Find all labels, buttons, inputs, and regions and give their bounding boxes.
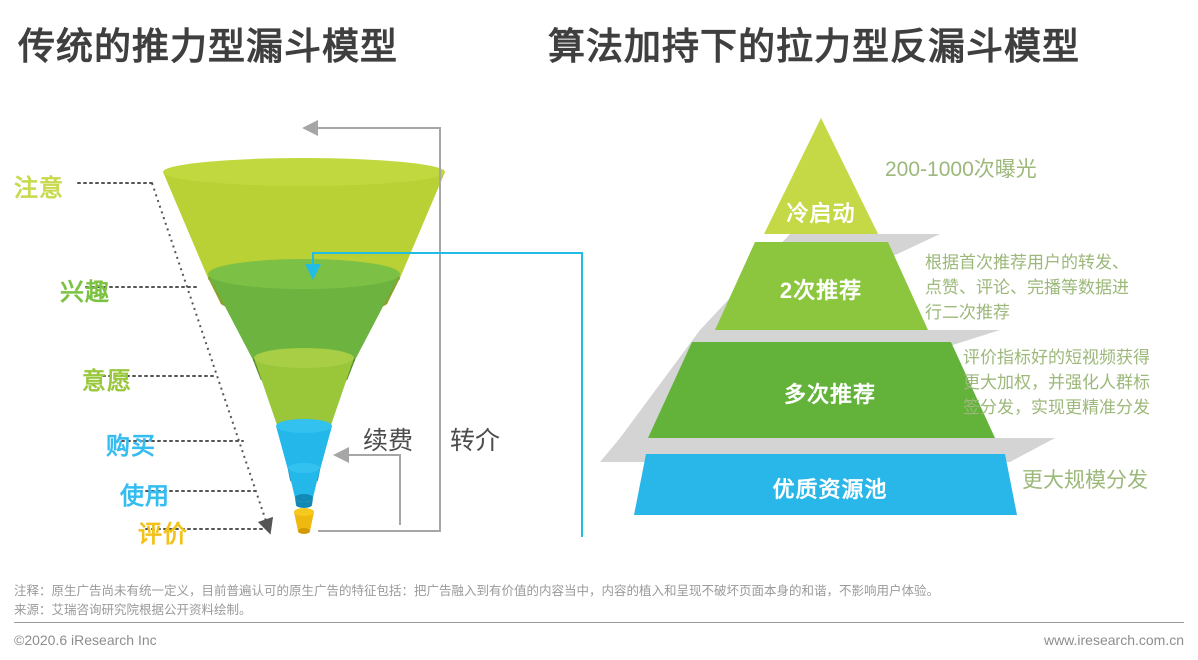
funnel-stage-label-purchase: 购买	[106, 433, 156, 460]
funnel-stage-label-interest: 兴趣	[60, 279, 110, 306]
page-title-right: 算法加持下的拉力型反漏斗模型	[548, 26, 1080, 67]
website-link[interactable]: www.iresearch.com.cn	[1043, 632, 1184, 648]
pyramid-tier-label-3: 多次推荐	[783, 382, 876, 407]
funnel-stage-label-attention: 注意	[14, 175, 64, 202]
pyramid-tier-desc-4: 更大规模分发	[1022, 469, 1148, 492]
funnel-note-renewal: 续费	[363, 427, 414, 455]
pyramid-tier-desc-3: 评价指标好的短视频获得 更大加权，并强化人群标 签分发，实现更精准分发	[963, 348, 1150, 417]
funnel-tier-evaluation	[294, 508, 314, 534]
copyright-text: ©2020.6 iResearch Inc	[14, 632, 157, 648]
footnote-note: 注释：原生广告尚未有统一定义，目前普遍认可的原生广告的特征包括：把广告融入到有价…	[14, 584, 940, 598]
footer-divider	[14, 622, 1184, 623]
algorithm-feedback-connector	[305, 252, 583, 537]
funnel-tier-usage	[288, 463, 320, 508]
renewal-connector	[333, 447, 401, 525]
pyramid-tier-desc-2: 根据首次推荐用户的转发、 点赞、评论、完播等数据进 行二次推荐	[925, 253, 1129, 322]
pyramid-tier-4-shape	[634, 454, 1017, 515]
funnel-leader-lines	[77, 182, 263, 530]
pyramid-tier-label-4: 优质资源池	[772, 477, 888, 502]
pyramid-tier-label-2: 2次推荐	[779, 278, 863, 303]
funnel-note-referral: 转介	[450, 427, 501, 455]
funnel-stage-label-intent: 意愿	[82, 368, 132, 395]
pyramid-tier-3-shape	[648, 342, 995, 438]
pyramid-tier-1-shape	[764, 118, 878, 234]
funnel-stage-label-usage: 使用	[120, 483, 170, 510]
pyramid-tier-2-shape	[715, 242, 928, 330]
funnel-stage-label-evaluation: 评价	[138, 521, 188, 548]
pyramid-tier-label-1: 冷启动	[786, 201, 856, 226]
referral-connector	[302, 120, 441, 532]
footnote-source: 来源：艾瑞咨询研究院根据公开资料绘制。	[14, 603, 252, 617]
footnotes: 注释：原生广告尚未有统一定义，目前普遍认可的原生广告的特征包括：把广告融入到有价…	[14, 582, 1184, 620]
page-title-left: 传统的推力型漏斗模型	[18, 26, 398, 67]
pyramid-tier-desc-1: 200-1000次曝光	[885, 158, 1037, 181]
funnel-slant-guide	[151, 182, 274, 535]
